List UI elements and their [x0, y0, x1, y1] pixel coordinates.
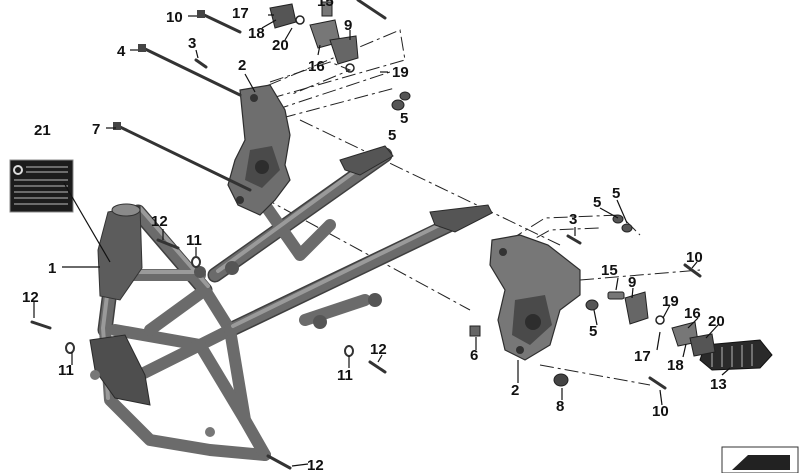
callout-10-right-b: 10 — [652, 403, 669, 420]
callout-17-right: 17 — [634, 348, 651, 365]
callout-4: 4 — [117, 43, 126, 60]
callout-3-top: 3 — [188, 35, 196, 52]
callout-11-a: 11 — [186, 232, 202, 249]
callout-5-top-a: 5 — [400, 110, 408, 127]
callout-13: 13 — [710, 376, 727, 393]
bolts — [30, 0, 702, 470]
callout-20-top: 20 — [272, 37, 289, 54]
callout-18-right: 18 — [667, 357, 684, 374]
callout-12-d: 12 — [307, 457, 324, 473]
callout-17-top: 17 — [232, 5, 249, 22]
callout-10-top: 10 — [166, 9, 183, 26]
callout-16-top: 16 — [308, 58, 325, 75]
drawing-corner-icon — [721, 446, 799, 473]
callout-15-top: 15 — [317, 0, 334, 10]
callout-12-a: 12 — [151, 213, 168, 230]
type-plate-icon — [9, 159, 74, 213]
left-footrest-bracket — [227, 84, 291, 216]
callout-11-b: 11 — [58, 362, 74, 379]
callout-19-top: 19 — [392, 64, 409, 81]
callout-6: 6 — [470, 347, 478, 364]
callout-2-bottom: 2 — [511, 382, 519, 399]
callout-5-right-b: 5 — [593, 194, 601, 211]
callout-1: 1 — [48, 260, 56, 277]
callout-20-right: 20 — [708, 313, 725, 330]
callout-12-c: 12 — [370, 341, 387, 358]
callout-21: 21 — [34, 122, 51, 139]
callout-18-top: 18 — [248, 25, 265, 42]
callout-16-right: 16 — [684, 305, 701, 322]
callout-9-right: 9 — [628, 274, 636, 291]
callout-2-top: 2 — [238, 57, 246, 74]
callout-5-top-b: 5 — [388, 127, 396, 144]
callout-11-c: 11 — [337, 367, 353, 384]
callout-3-right: 3 — [569, 211, 577, 228]
callout-15-right: 15 — [601, 262, 618, 279]
right-small-parts — [607, 291, 716, 357]
callout-8: 8 — [556, 398, 564, 415]
top-small-parts — [269, 1, 359, 73]
main-frame — [89, 145, 493, 461]
callout-5-right-a: 5 — [589, 323, 597, 340]
right-footrest-bracket — [489, 234, 581, 361]
leader-lines — [33, 14, 731, 467]
callout-7: 7 — [92, 121, 100, 138]
callout-9-top: 9 — [344, 17, 352, 34]
callout-12-b: 12 — [22, 289, 39, 306]
callout-5-right-c: 5 — [612, 185, 620, 202]
callout-labels: 10 17 15 9 18 20 16 19 4 3 2 5 5 7 21 12… — [22, 0, 727, 473]
callout-19-right: 19 — [662, 293, 679, 310]
callout-10-right-a: 10 — [686, 249, 703, 266]
footpeg-icon — [699, 339, 773, 371]
